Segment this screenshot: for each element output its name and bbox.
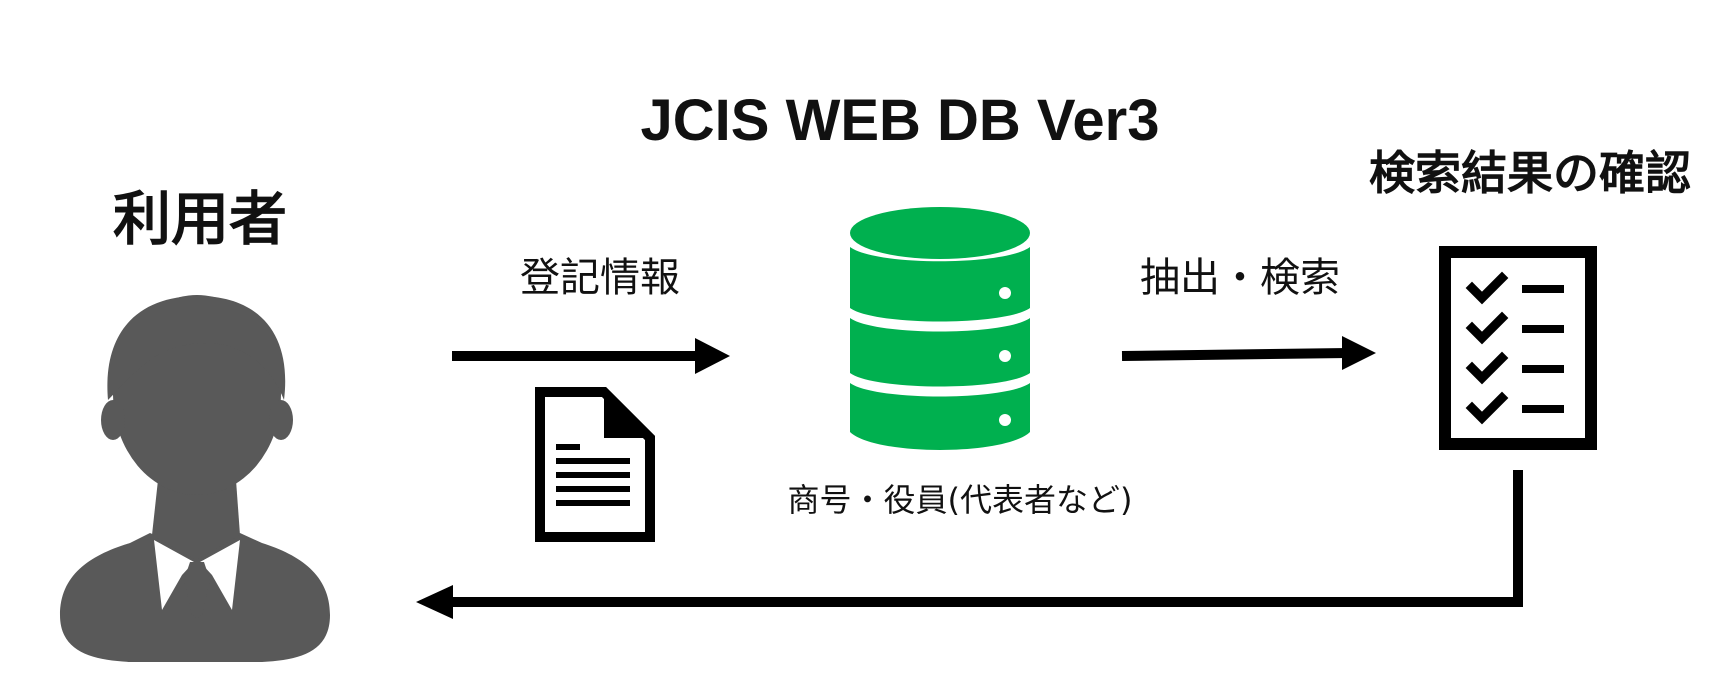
registration-info-label: 登記情報 bbox=[520, 255, 680, 301]
database-caption: 商号・役員(代表者など) bbox=[787, 481, 1133, 519]
result-label: 検索結果の確認 bbox=[1369, 146, 1691, 200]
user-label: 利用者 bbox=[112, 185, 287, 253]
system-title: JCIS WEB DB Ver3 bbox=[640, 88, 1160, 153]
extract-search-label: 抽出・検索 bbox=[1140, 255, 1340, 301]
